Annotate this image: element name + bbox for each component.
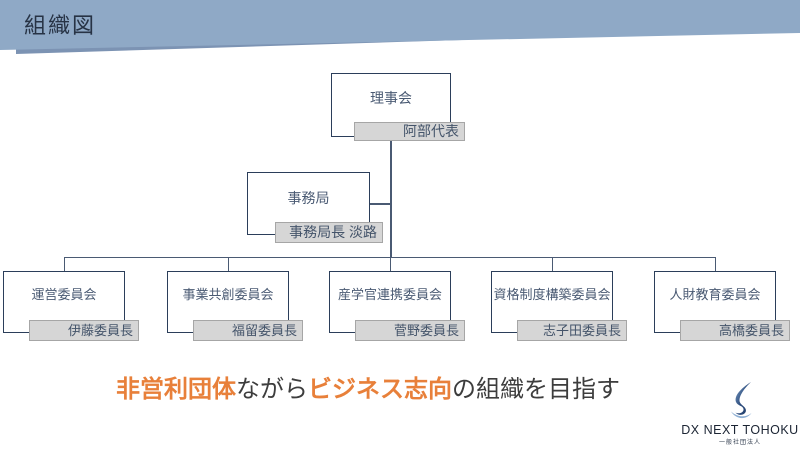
connector-drop-3 bbox=[390, 257, 392, 272]
board-chief-label: 阿部代表 bbox=[354, 122, 465, 141]
connector-drop-1 bbox=[64, 257, 66, 272]
committee-title: 運営委員会 bbox=[31, 287, 97, 302]
tagline-highlight-nonprofit: 非営利団体 bbox=[116, 376, 236, 403]
committee-chief-label: 伊藤委員長 bbox=[29, 320, 139, 341]
connector-drop-4 bbox=[552, 257, 554, 272]
committee-chief-label: 高橋委員長 bbox=[680, 320, 790, 341]
connector-secretariat-elbow bbox=[370, 203, 390, 205]
logo-wordmark: DX NEXT TOHOKU bbox=[681, 422, 799, 438]
swirl-icon bbox=[731, 382, 752, 419]
connector-root-vertical bbox=[390, 141, 392, 257]
secretariat-chief-label: 事務局長 淡路 bbox=[275, 222, 383, 243]
committee-chief-label: 志子田委員長 bbox=[517, 320, 627, 341]
page-title: 組織図 bbox=[24, 13, 97, 38]
board-title: 理事会 bbox=[370, 90, 412, 106]
title-banner bbox=[0, 0, 800, 50]
connector-drop-2 bbox=[228, 257, 230, 272]
logo: DX NEXT TOHOKU 一般社団法人 bbox=[680, 381, 800, 446]
tagline-text: ながら bbox=[236, 376, 308, 403]
tagline-highlight-business: ビジネス志向 bbox=[308, 376, 452, 403]
secretariat-title: 事務局 bbox=[287, 190, 330, 206]
committee-title: 人財教育委員会 bbox=[669, 287, 761, 302]
committee-title: 産学官連携委員会 bbox=[337, 287, 442, 302]
connector-drop-5 bbox=[715, 257, 717, 272]
tagline-text: の組織を目指す bbox=[452, 376, 620, 403]
committee-chief-label: 菅野委員長 bbox=[355, 320, 465, 341]
committee-title: 資格制度構築委員会 bbox=[493, 287, 611, 302]
committee-chief-label: 福留委員長 bbox=[193, 320, 303, 341]
logo-subtext: 一般社団法人 bbox=[718, 440, 761, 446]
tagline: 非営利団体ながらビジネス志向の組織を目指す bbox=[116, 369, 620, 404]
committee-title: 事業共創委員会 bbox=[182, 287, 274, 302]
